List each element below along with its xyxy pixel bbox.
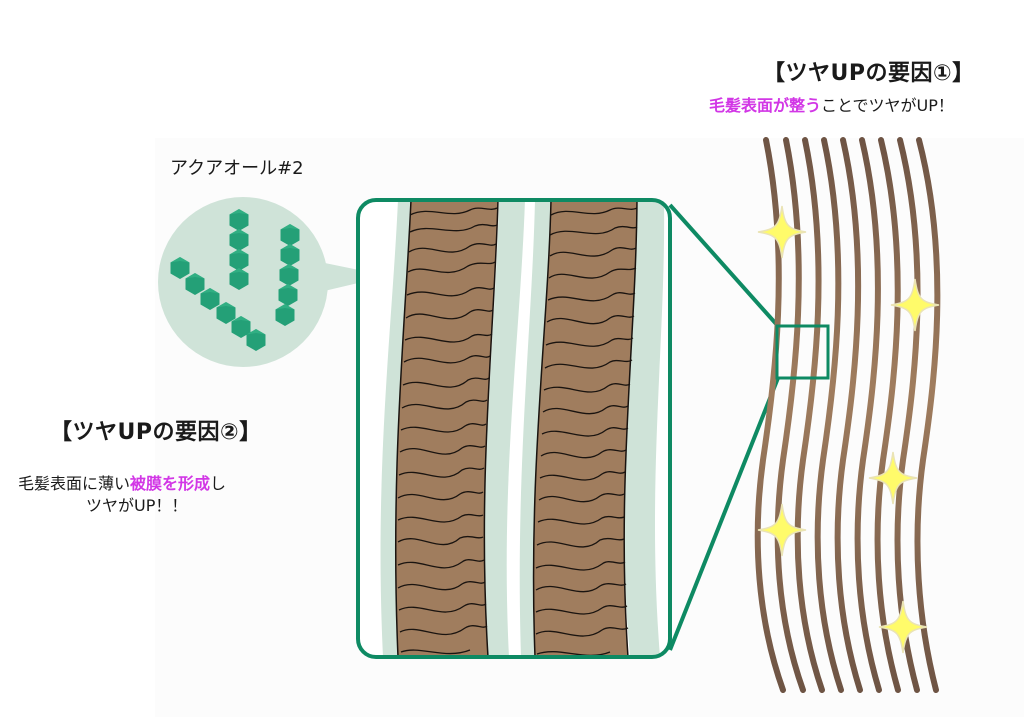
factor2-highlight: 被膜を形成 [130,474,211,493]
factor2-suffix: し [210,474,227,493]
cuticle-lines [397,207,638,657]
factor2-prefix: 毛髪表面に薄い [18,474,131,493]
factor2-description-line2: ツヤがUP！！ [86,496,188,515]
factor1-highlight: 毛髪表面が整う [709,96,822,115]
factor1-description: 毛髪表面が整うことでツヤがUP！ [709,92,954,116]
hair-strand [794,137,825,693]
magnified-view [356,198,672,659]
factor1-rest: ことでツヤがUP！ [821,96,954,115]
zoom-region-box [775,324,830,380]
factor2-title: 【ツヤUPの要因②】 [50,420,262,445]
zoom-connector [668,203,780,651]
hair-strand [834,137,863,693]
hair-strand [914,137,941,693]
factor2-description: 毛髪表面に薄い被膜を形成し [18,470,226,494]
hair-strand [894,137,921,693]
factor1-title: 【ツヤUPの要因①】 [763,61,975,86]
hair-strand [814,137,844,693]
hair-strand [774,137,806,693]
hair-strand-magnified [394,200,499,657]
hair-bundle [754,137,941,693]
molecule-label: アクアオール#2 [170,158,304,179]
hair-strand [854,137,882,693]
hair-strand [874,137,901,693]
